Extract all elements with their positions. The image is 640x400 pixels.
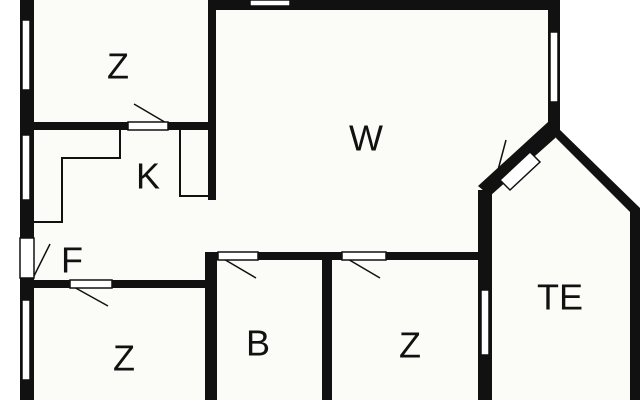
- floor-area: [28, 0, 558, 400]
- window-left-top: [21, 19, 31, 91]
- wall-f-z: [28, 280, 208, 288]
- room-label-z-bottom-mid: Z: [399, 325, 421, 366]
- wall-b-z: [322, 252, 332, 400]
- wall-top: [208, 0, 560, 10]
- window-te-left: [480, 289, 490, 356]
- wall-diagonal: [478, 122, 562, 196]
- door-terrace: [497, 139, 507, 171]
- door-gap-entrance: [19, 237, 35, 279]
- door-gap-terrace: [498, 150, 542, 192]
- room-label-f: F: [61, 240, 83, 281]
- door-z-top: [133, 103, 169, 125]
- terrace-floor: [490, 132, 632, 400]
- room-label-z-bottom-left: Z: [113, 338, 135, 379]
- door-gap-z-top: [127, 121, 169, 131]
- door-z-bottom-left: [71, 285, 109, 307]
- door-b: [221, 257, 257, 279]
- wall-under-z-top: [28, 122, 214, 130]
- window-left-low: [21, 299, 31, 381]
- room-label-w: W: [349, 118, 383, 159]
- door-gap-b: [217, 251, 259, 261]
- room-label-b: B: [246, 323, 270, 364]
- room-label-z-top-left: Z: [107, 46, 129, 87]
- wall-z-w: [208, 0, 216, 200]
- kitchen-cabinet: [179, 130, 208, 197]
- room-label-k: K: [136, 156, 160, 197]
- door-gap-z-bottom-mid: [341, 251, 387, 261]
- window-top: [249, 0, 291, 7]
- kitchen-partitions: [34, 130, 208, 223]
- doors: [19, 103, 542, 307]
- room-label-te: TE: [537, 277, 583, 318]
- floor-fills: [28, 0, 632, 400]
- room-labels: Z W K F Z B Z TE: [61, 46, 583, 379]
- door-entrance: [33, 243, 51, 277]
- windows: [21, 0, 559, 381]
- wall-corridor-a: [205, 252, 217, 400]
- door-gap-z-bottom-left: [69, 279, 113, 289]
- window-right-living: [549, 31, 559, 103]
- door-z-bottom-mid: [345, 257, 381, 279]
- kitchen-counter: [34, 130, 121, 223]
- window-left-mid: [21, 134, 31, 201]
- wall-terrace-outer: [556, 128, 640, 400]
